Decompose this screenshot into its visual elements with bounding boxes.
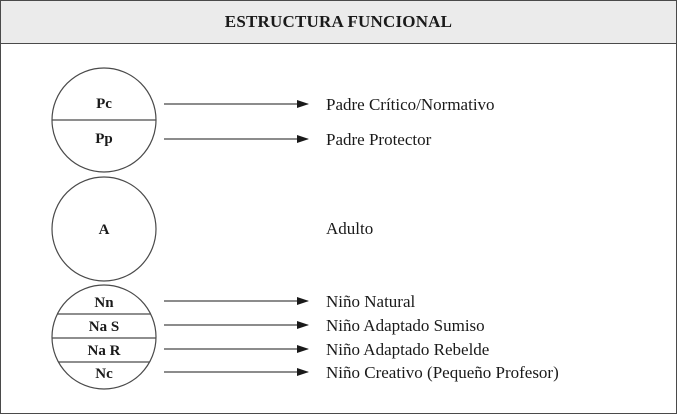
parent-ego-state: Pc Pp Padre Crítico/Normativo Padre Prot…: [51, 67, 495, 173]
diagram-title: ESTRUCTURA FUNCIONAL: [224, 12, 453, 31]
child-row-desc: Niño Adaptado Sumiso: [326, 316, 485, 335]
child-row-desc: Niño Adaptado Rebelde: [326, 340, 489, 359]
title-bar: ESTRUCTURA FUNCIONAL: [1, 1, 676, 44]
parent-top-label: Pc: [96, 96, 112, 112]
child-ego-state: Nn Na S Na R Nc Niño Natural Niño Adapta…: [51, 284, 559, 390]
child-row-desc: Niño Creativo (Pequeño Profesor): [326, 363, 559, 382]
child-row-label: Na S: [89, 319, 119, 335]
child-row-label: Na R: [88, 343, 121, 359]
parent-bottom-desc: Padre Protector: [326, 130, 432, 149]
child-row-desc: Niño Natural: [326, 292, 416, 311]
adult-circle: [51, 176, 157, 282]
child-row-label: Nn: [94, 295, 114, 311]
adult-desc: Adulto: [326, 219, 373, 238]
adult-ego-state: A Adulto: [51, 176, 373, 282]
child-circle: [51, 284, 157, 390]
child-row-label: Nc: [95, 366, 113, 382]
parent-top-desc: Padre Crítico/Normativo: [326, 95, 495, 114]
parent-bottom-label: Pp: [95, 131, 113, 147]
adult-label: A: [99, 222, 110, 238]
